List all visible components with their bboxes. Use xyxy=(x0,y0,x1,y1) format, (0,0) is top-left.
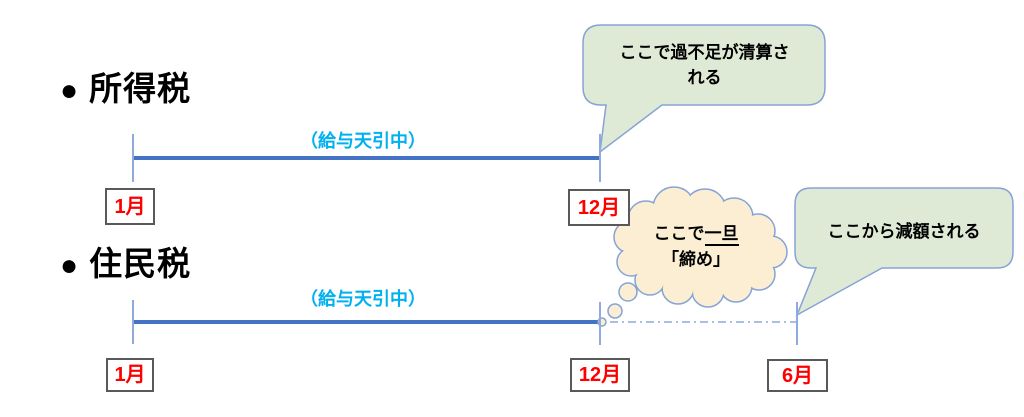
bullet-icon: ● xyxy=(60,74,80,107)
income-tax-heading-label: 所得税 xyxy=(89,70,192,107)
closing-underlined: 一旦 xyxy=(704,224,739,246)
bullet-icon: ● xyxy=(60,249,80,282)
settlement-line1: ここで過不足が清算さ xyxy=(619,43,790,62)
resident-tax-heading-label: 住民税 xyxy=(89,245,192,282)
thought-cloud-icon xyxy=(597,186,788,327)
closing-line2: 「締め」 xyxy=(662,250,730,269)
resident-tax-end-month-box: 12月 xyxy=(570,358,630,392)
timeline-ticks xyxy=(132,134,798,345)
settlement-speech-bubble xyxy=(582,24,826,154)
closing-line1: ここで一旦 xyxy=(616,221,776,247)
closing-callout-text: ここで一旦 「締め」 xyxy=(616,221,776,273)
income-tax-end-month-box: 12月 xyxy=(568,189,630,226)
income-tax-heading: ● 所得税 xyxy=(60,62,191,110)
resident-tax-reduction-month-box: 6月 xyxy=(767,359,828,392)
closing-prefix: ここで xyxy=(653,224,705,243)
income-tax-deduction-label: （給与天引中） xyxy=(300,131,426,151)
settlement-callout-text: ここで過不足が清算さ れる xyxy=(592,40,817,90)
income-tax-start-month-box: 1月 xyxy=(105,188,155,225)
reduction-speech-bubble xyxy=(794,187,1014,317)
resident-tax-deduction-label: （給与天引中） xyxy=(300,289,426,309)
reduction-callout-text: ここから減額される xyxy=(827,222,981,241)
settlement-line2: れる xyxy=(687,68,722,87)
resident-tax-heading: ● 住民税 xyxy=(60,237,191,285)
resident-tax-start-month-box: 1月 xyxy=(106,358,154,392)
